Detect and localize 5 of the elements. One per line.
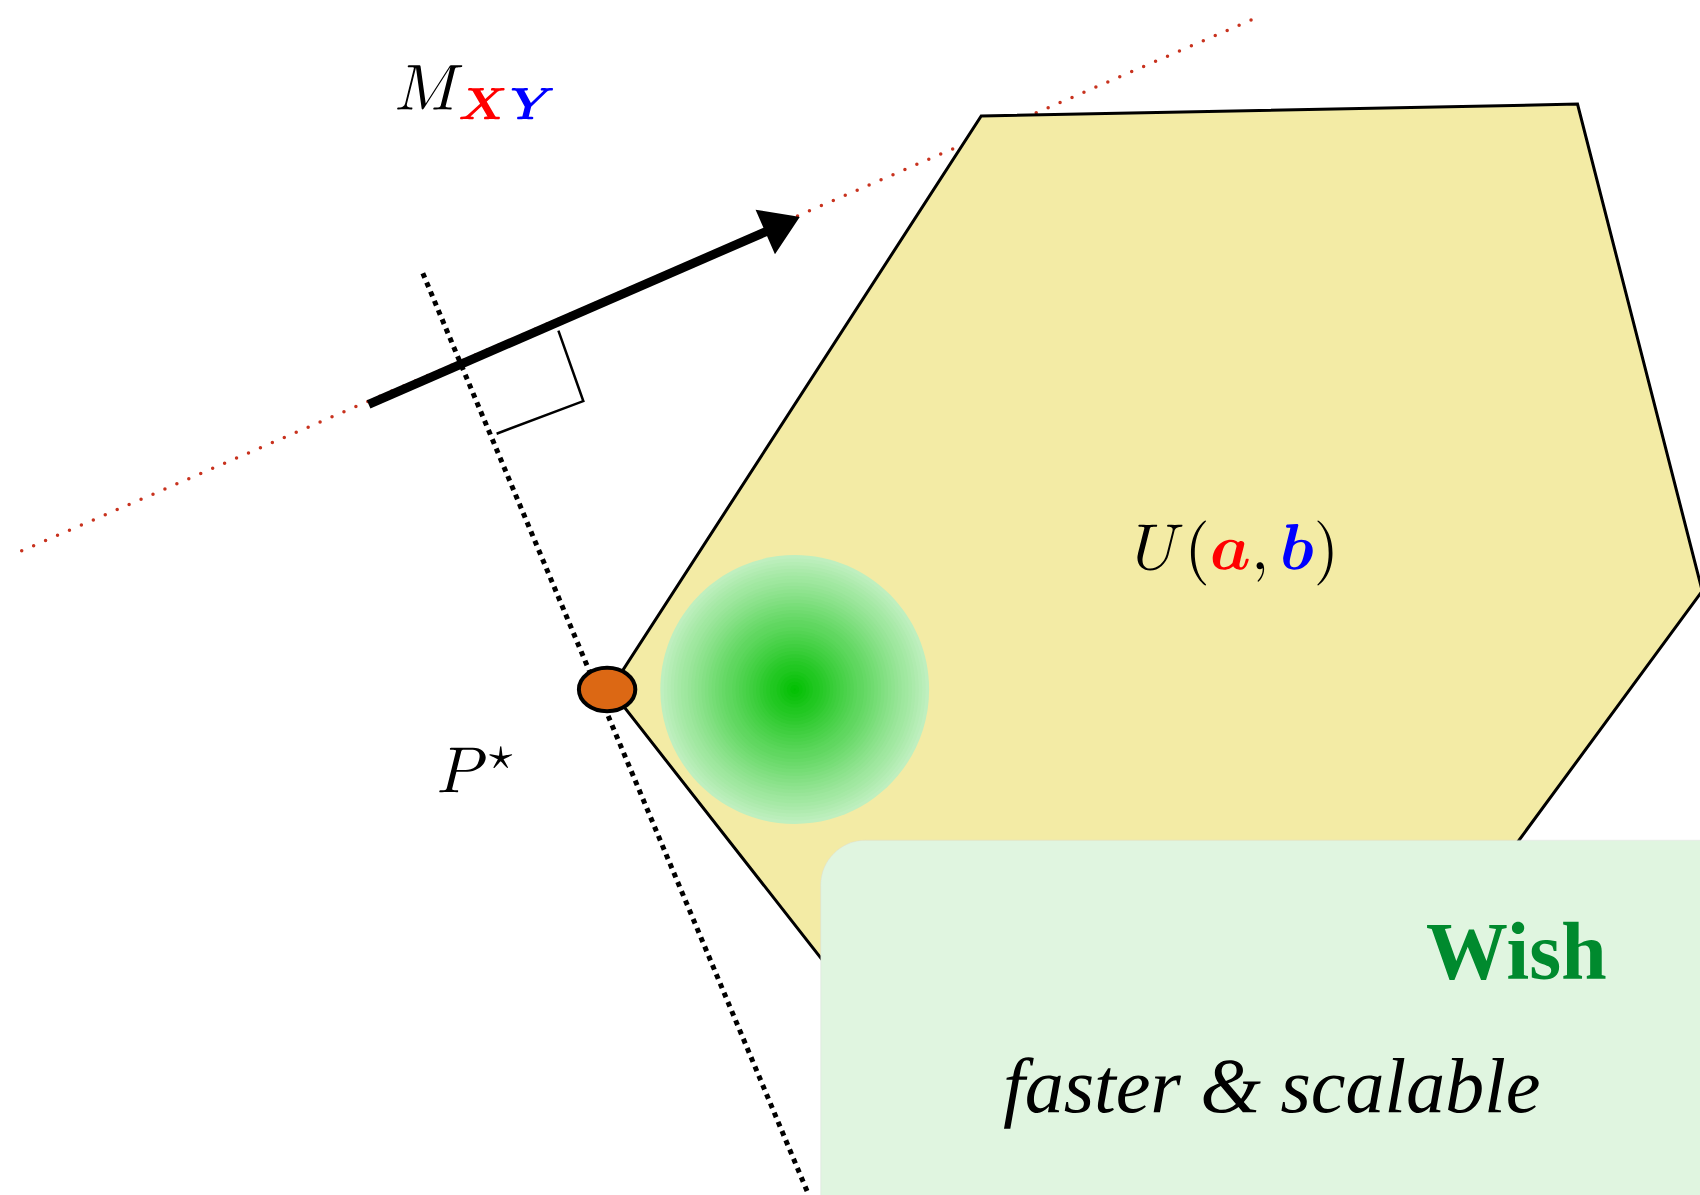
shaded-circle <box>660 555 930 824</box>
callout-box: Wish faster & scalable <box>820 840 1700 1195</box>
formula-label: $M_{\textcolor{red}{\boldsymbol{X}}\textcolor{blue}{\boldsymbol{Y}}}$ <box>397 65 553 120</box>
point-marker <box>576 665 638 714</box>
formula-label: $P^\star$ <box>439 746 513 793</box>
